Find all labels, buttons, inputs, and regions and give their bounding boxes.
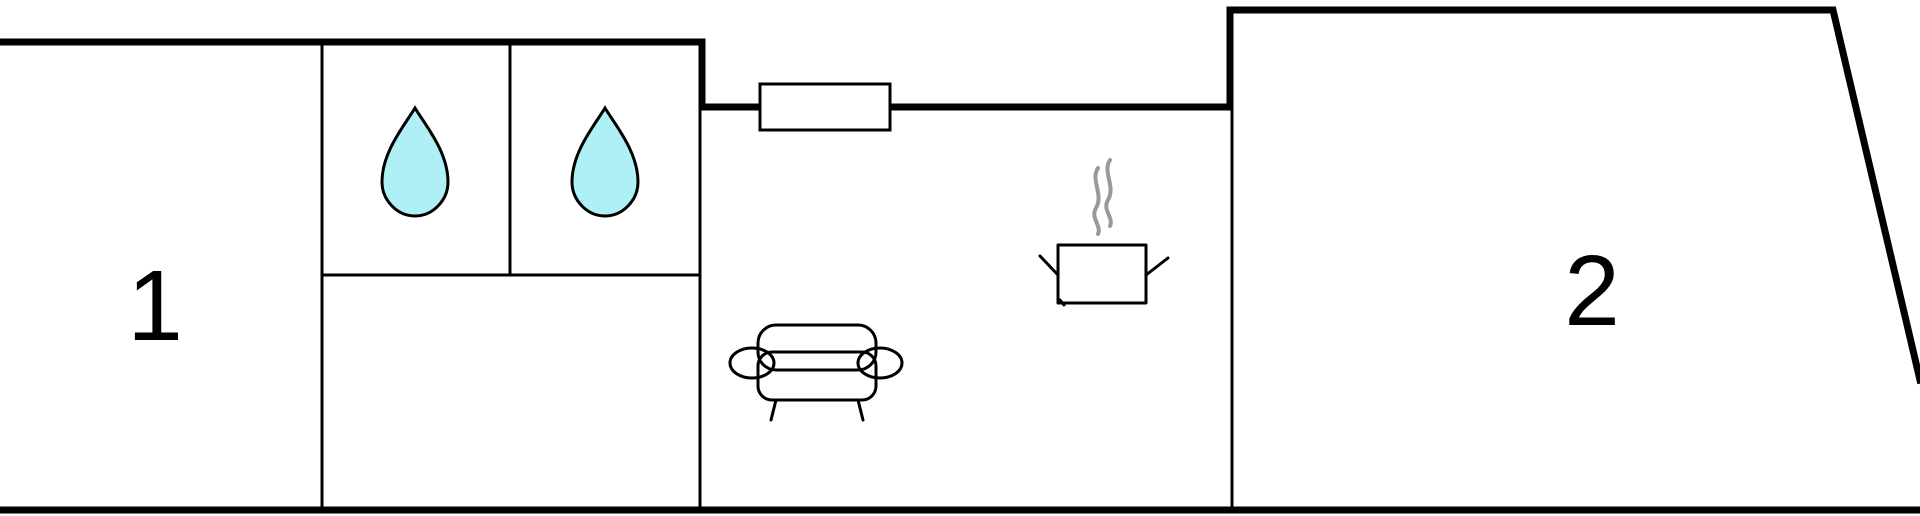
room-number-2: 2: [1564, 235, 1620, 347]
interior-partitions: [320, 42, 1234, 510]
room-number-1: 1: [127, 250, 183, 362]
wall-top-left: [0, 38, 762, 111]
cooking-pot-icon: [1038, 158, 1170, 307]
wall-top-middle: [886, 6, 1920, 385]
sofa-icon: [728, 323, 904, 422]
window-icon: [758, 82, 892, 132]
outer-walls: [0, 6, 1920, 514]
water-drop-icon: [570, 105, 640, 218]
water-drop-icon: [380, 105, 450, 218]
